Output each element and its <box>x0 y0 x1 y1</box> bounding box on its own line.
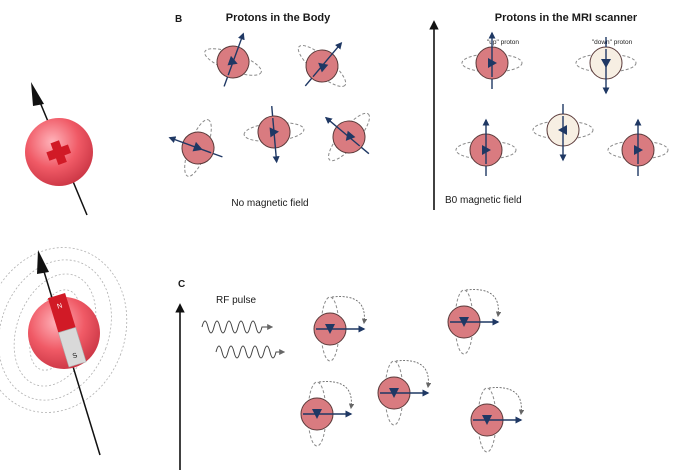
random-protons <box>168 32 370 177</box>
spin-direction-marker <box>482 145 491 155</box>
magnet-axis-arrowhead <box>37 250 49 274</box>
spin-tail <box>271 106 274 117</box>
rf-pulse-label: RF pulse <box>216 295 256 306</box>
flipped-proton <box>377 360 432 426</box>
positive-charge-icon <box>46 140 72 165</box>
spin-direction-marker <box>269 127 279 138</box>
south-label: S <box>72 352 79 360</box>
mri-protons-title: Protons in the MRI scanner <box>495 12 638 24</box>
magnet-north-pole <box>47 292 76 333</box>
spin-arrow <box>312 41 343 78</box>
aligned-proton-up-1 <box>455 118 517 176</box>
flip-curve-arrow <box>331 296 368 325</box>
aligned-protons <box>455 31 669 176</box>
spin-direction-marker <box>601 59 611 68</box>
flip-curve-arrow <box>465 289 502 318</box>
flipped-proton <box>447 289 502 355</box>
down-proton-label: "down" proton <box>592 39 633 46</box>
proton-spin-sphere <box>25 82 93 216</box>
proton-magnet-sphere: N S <box>0 247 128 456</box>
spin-direction-marker <box>488 58 497 68</box>
b0-caption: B0 magnetic field <box>445 195 522 206</box>
spin-direction-marker <box>482 415 492 425</box>
spin-arrow <box>227 32 245 76</box>
spin-direction-marker <box>227 55 238 66</box>
flipped-proton <box>470 387 525 453</box>
random-proton-1 <box>204 32 262 87</box>
flipped-proton <box>300 381 355 447</box>
flipped-proton <box>313 296 368 362</box>
north-label: N <box>56 302 63 310</box>
spin-arrow <box>272 117 280 164</box>
no-field-caption: No magnetic field <box>231 198 308 209</box>
spin-direction-marker <box>389 388 399 398</box>
random-proton-2 <box>297 41 347 87</box>
spin-direction-marker <box>634 145 643 155</box>
rf-wave-1 <box>201 320 274 334</box>
spin-tail <box>360 146 370 155</box>
panel-b-letter: B <box>175 14 182 25</box>
magnet-south-pole <box>58 326 87 368</box>
flip-curve-arrow <box>488 387 525 416</box>
flip-curve-arrow <box>395 360 432 389</box>
spin-tail <box>223 76 229 87</box>
spin-direction-marker <box>459 317 469 327</box>
spin-direction-marker <box>318 62 329 73</box>
flipped-protons <box>300 289 525 453</box>
up-proton <box>461 31 523 89</box>
random-proton-5 <box>324 112 370 162</box>
rf-wave-2 <box>215 345 286 359</box>
spin-tail <box>304 77 313 87</box>
random-proton-4 <box>243 106 305 164</box>
spin-tail <box>212 152 223 158</box>
spin-direction-marker <box>192 141 203 152</box>
spin-arrow <box>168 136 212 154</box>
down-proton <box>575 37 637 95</box>
aligned-proton-up-2 <box>607 118 669 176</box>
aligned-proton-down <box>532 104 594 162</box>
spin-direction-marker <box>345 130 356 141</box>
random-proton-3 <box>168 119 223 177</box>
spin-direction-marker <box>558 125 567 135</box>
panel-c-letter: C <box>178 279 185 290</box>
spin-arrow <box>324 116 361 147</box>
spin-axis-arrowhead <box>31 82 44 106</box>
flip-curve-arrow <box>318 381 355 410</box>
spin-direction-marker <box>312 409 322 419</box>
body-protons-title: Protons in the Body <box>226 12 331 24</box>
up-proton-label: "up" proton <box>487 39 519 46</box>
spin-direction-marker <box>325 324 335 334</box>
